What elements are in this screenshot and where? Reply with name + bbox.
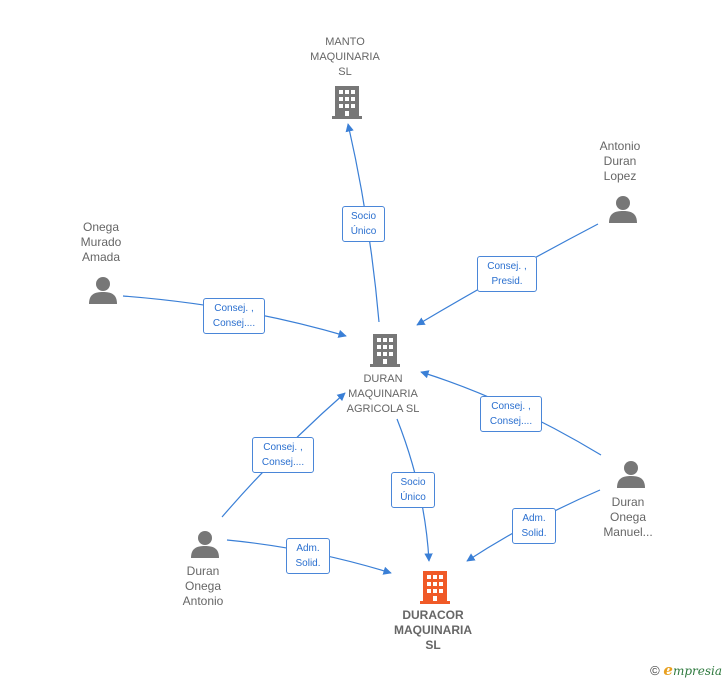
edge-label-manuel-to-agricola[interactable]: Consej. , Consej.... — [480, 396, 542, 432]
edge-label-agricola-to-manto[interactable]: Socio Único — [342, 206, 385, 242]
edge-label-lopez-to-agricola[interactable]: Consej. , Presid. — [477, 256, 537, 292]
edge-label-antonio-to-duracor[interactable]: Adm. Solid. — [286, 538, 330, 574]
amada-person-icon[interactable] — [89, 277, 117, 304]
manto-building-icon[interactable] — [332, 86, 362, 119]
copyright-symbol: © — [650, 663, 660, 678]
brand-logo-initial: e — [663, 661, 673, 679]
copyright-notice: © empresia — [650, 661, 722, 679]
lopez-node-label[interactable]: Antonio Duran Lopez — [599, 139, 641, 183]
edge-label-antonio-to-agricola[interactable]: Consej. , Consej.... — [252, 437, 314, 473]
edge-label-amada-to-agricola[interactable]: Consej. , Consej.... — [203, 298, 265, 334]
manuel-person-icon[interactable] — [617, 461, 645, 488]
duracor-node-label[interactable]: DURACOR MAQUINARIA SL — [394, 608, 472, 652]
duracor-building-icon[interactable] — [420, 571, 450, 604]
brand-logo-text: mpresia — [672, 664, 722, 678]
brand-logo[interactable]: empresia — [663, 661, 722, 679]
edge-label-agricola-to-duracor[interactable]: Socio Único — [391, 472, 435, 508]
agricola-building-icon[interactable] — [370, 334, 400, 367]
manto-node-label[interactable]: MANTO MAQUINARIA SL — [310, 36, 380, 78]
antonio-person-icon[interactable] — [191, 531, 219, 558]
lopez-person-icon[interactable] — [609, 196, 637, 223]
amada-node-label[interactable]: Onega Murado Amada — [80, 220, 122, 264]
agricola-node-label[interactable]: DURAN MAQUINARIA AGRICOLA SL — [346, 373, 420, 415]
edge-label-manuel-to-duracor[interactable]: Adm. Solid. — [512, 508, 556, 544]
antonio-node-label[interactable]: Duran Onega Antonio — [182, 564, 224, 608]
manuel-node-label[interactable]: Duran Onega Manuel... — [603, 495, 653, 539]
